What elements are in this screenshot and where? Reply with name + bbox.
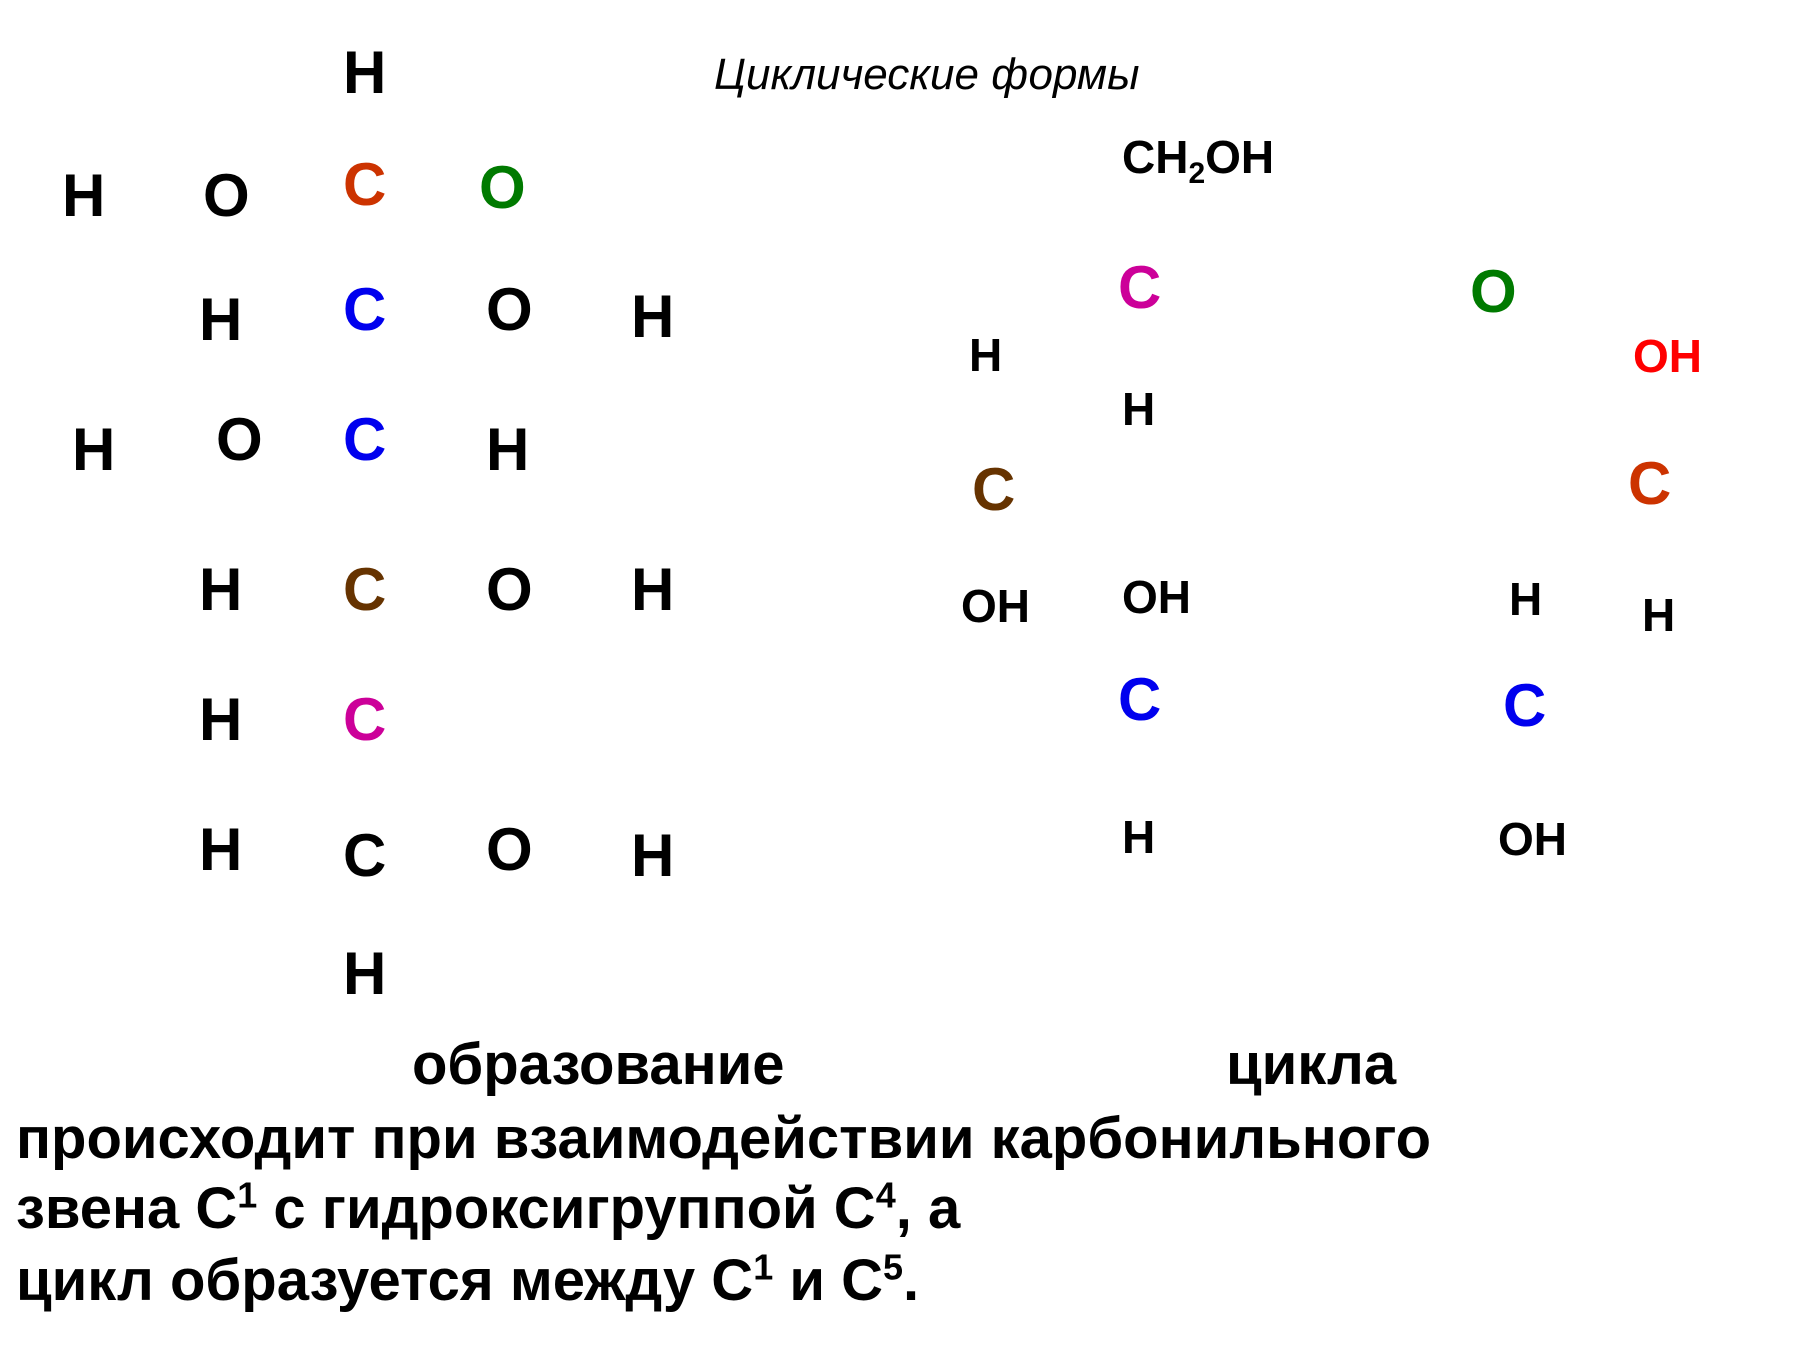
linear-c3-o-left: O xyxy=(216,406,263,473)
caption-line3-sup1: 1 xyxy=(237,1174,258,1216)
caption-line3: звена С1 с гидроксигруппой С4, а xyxy=(16,1177,960,1238)
linear-c1-top-h: H xyxy=(343,39,387,106)
cyclic-c3-oh: OH xyxy=(1122,571,1191,623)
cyclic-c2-carbon: C xyxy=(1503,672,1547,739)
cyclic-c4-oh: OH xyxy=(961,580,1030,632)
caption-line3-part-b: с гидроксигруппой С xyxy=(257,1176,876,1241)
linear-c1-oxygen: O xyxy=(479,154,526,221)
linear-left-o: O xyxy=(203,162,250,229)
linear-c2-h-right: H xyxy=(631,283,675,350)
linear-left-h: H xyxy=(62,162,106,229)
caption-line1-right: цикла xyxy=(1226,1032,1397,1097)
caption-line4-sup2: 5 xyxy=(883,1246,904,1288)
linear-c2-oxygen: O xyxy=(486,276,533,343)
caption-line4-sup1: 1 xyxy=(753,1246,774,1288)
cyclic-c4-carbon: C xyxy=(972,456,1016,523)
cyclic-c1-carbon: C xyxy=(1628,450,1672,517)
cyclic-c5-h: H xyxy=(1122,383,1156,435)
linear-c2-h-left: H xyxy=(199,286,243,353)
linear-c6-oxygen: O xyxy=(486,816,533,883)
caption-line4-part-c: . xyxy=(903,1248,920,1313)
caption-line4-part-b: и С xyxy=(773,1248,883,1313)
caption-line2: происходит при взаимодействии карбонильн… xyxy=(16,1106,1432,1171)
caption-line3-sup2: 4 xyxy=(875,1174,896,1216)
cyclic-c3-carbon: C xyxy=(1118,666,1162,733)
caption-line3-part-a: звена С xyxy=(16,1176,238,1241)
linear-c6-h-left: H xyxy=(199,816,243,883)
linear-c6-h-right: H xyxy=(631,822,675,889)
cyclic-ring-oxygen: O xyxy=(1470,258,1517,325)
page-title: Циклические формы xyxy=(714,50,1140,99)
ch2oh-main: CH xyxy=(1122,131,1189,183)
linear-c4-carbon: C xyxy=(343,556,387,623)
linear-c5-carbon: C xyxy=(343,686,387,753)
caption-line4: цикл образуется между С1 и С5. xyxy=(16,1249,919,1310)
cyclic-c4-h: H xyxy=(969,329,1003,381)
cyclic-c1-oh: OH xyxy=(1633,330,1702,382)
caption-line1-left: образование xyxy=(412,1032,785,1097)
linear-c3-h-right: H xyxy=(486,416,530,483)
cyclic-c5-carbon: C xyxy=(1118,254,1162,321)
ch2oh-tail: OH xyxy=(1205,131,1275,183)
linear-c2-carbon: C xyxy=(343,276,387,343)
linear-c4-h-left: H xyxy=(199,556,243,623)
cyclic-c2-oh: OH xyxy=(1498,813,1567,865)
cyclic-c2-h: H xyxy=(1509,573,1543,625)
linear-c4-h-right: H xyxy=(631,556,675,623)
cyclic-c1-h: H xyxy=(1642,589,1676,641)
caption-line4-part-a: цикл образуется между С xyxy=(16,1248,754,1313)
linear-c4-oxygen: O xyxy=(486,556,533,623)
linear-c3-h-left: H xyxy=(72,416,116,483)
caption-line3-part-c: , а xyxy=(895,1176,961,1241)
linear-c6-bottom-h: H xyxy=(343,940,387,1007)
linear-c5-h-left: H xyxy=(199,686,243,753)
cyclic-ch2oh: CH2OH xyxy=(1122,131,1275,189)
linear-c6-carbon: C xyxy=(343,822,387,889)
cyclic-c3-h: H xyxy=(1122,811,1156,863)
ch2oh-subscript: 2 xyxy=(1188,157,1206,191)
linear-c1-carbon: C xyxy=(343,151,387,218)
linear-c3-carbon: C xyxy=(343,406,387,473)
